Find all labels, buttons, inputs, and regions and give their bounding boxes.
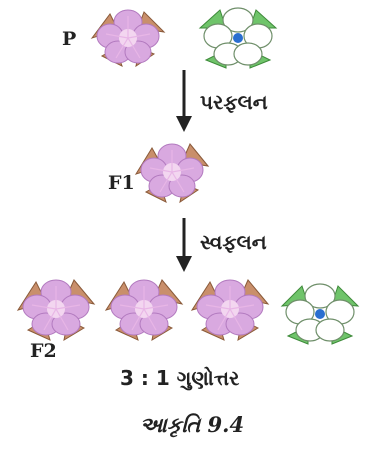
purple-flower-icon — [88, 8, 168, 68]
purple-flower-icon — [188, 276, 272, 342]
figure-caption: આકૃતિ 9.4 — [140, 412, 244, 438]
label-f2: F2 — [30, 340, 57, 362]
label-f1: F1 — [108, 172, 135, 194]
white-flower-icon — [278, 282, 362, 346]
down-arrow-icon — [174, 218, 194, 274]
step-cross-label: પરફલન — [200, 90, 268, 114]
step-self-label: સ્વફલન — [200, 230, 267, 254]
down-arrow-icon — [174, 70, 194, 134]
ratio-text: 3 : 1 ગુણોત્તર — [120, 366, 239, 390]
purple-flower-icon — [132, 140, 212, 204]
purple-flower-icon — [14, 276, 98, 342]
purple-flower-icon — [102, 276, 186, 342]
white-flower-icon — [196, 6, 280, 70]
label-parent: P — [62, 28, 76, 50]
